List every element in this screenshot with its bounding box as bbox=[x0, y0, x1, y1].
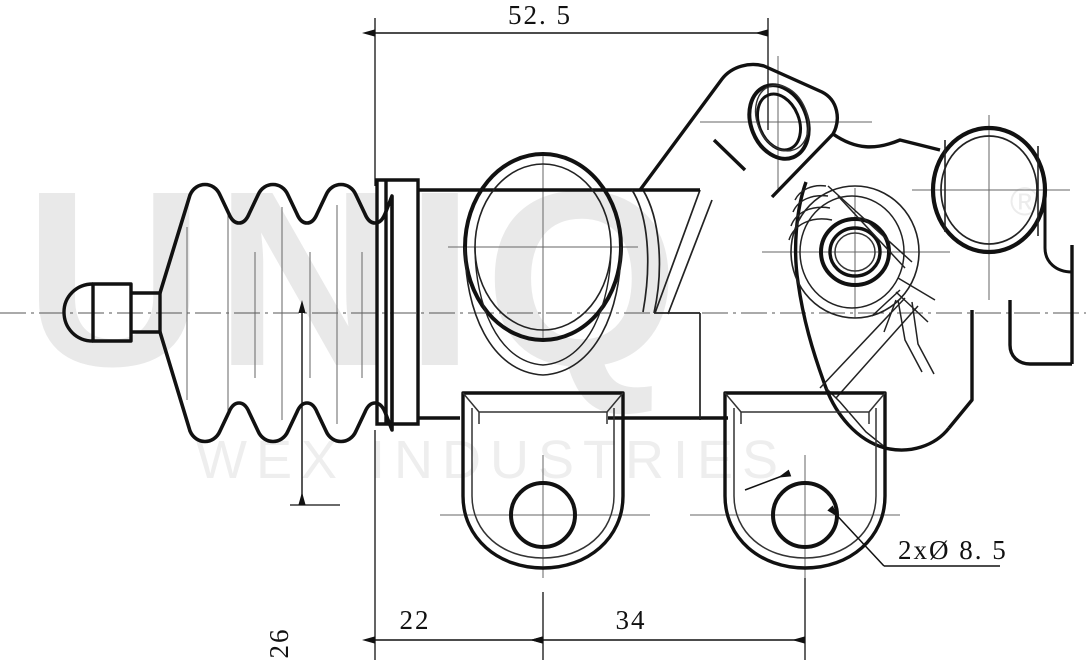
nipple-inner-ellipse bbox=[940, 135, 1038, 245]
right-lug-inner-edge-2 bbox=[804, 408, 877, 559]
boss-bore-outer bbox=[819, 217, 891, 287]
callout-leader-line-2 bbox=[744, 469, 792, 491]
extension-line-group bbox=[290, 18, 806, 660]
callout-mounting-holes: 2xØ 8. 5 bbox=[744, 469, 1008, 567]
web-long-diag bbox=[819, 297, 906, 389]
web-3 bbox=[790, 206, 831, 227]
port-bore-back-arc-2 bbox=[474, 246, 612, 366]
boot-outline-icon bbox=[158, 182, 394, 444]
dim-label-centre-height: 26 bbox=[264, 628, 294, 659]
dimension-left-offset: 22 bbox=[362, 605, 543, 644]
right-lug-top-chamfer bbox=[724, 392, 886, 413]
callout-label-mounting-holes: 2xØ 8. 5 bbox=[898, 535, 1008, 565]
boss-mid-ring bbox=[799, 195, 905, 309]
boot-retainer-flange bbox=[375, 178, 420, 426]
mounting-lug-left bbox=[461, 391, 625, 570]
dimension-centre-height: 26 bbox=[264, 300, 306, 659]
fluid-inlet-port bbox=[463, 152, 623, 376]
mounting-lug-right bbox=[723, 391, 887, 570]
casting-ribs bbox=[631, 189, 713, 420]
right-lug-inner-edge bbox=[733, 408, 806, 559]
left-lug-top-chamfer bbox=[462, 392, 624, 413]
web-1 bbox=[794, 184, 827, 201]
web-diag-1 bbox=[827, 185, 913, 263]
left-lug-inner-edge-2 bbox=[542, 408, 615, 559]
watermark-registered-icon: ® bbox=[1010, 180, 1039, 224]
dimension-hole-spacing: 34 bbox=[530, 605, 805, 644]
dim-label-left-offset: 22 bbox=[400, 605, 431, 635]
pushrod-collar bbox=[91, 282, 133, 343]
head-bottom-right bbox=[947, 310, 974, 430]
web-long-diag-2 bbox=[835, 305, 919, 399]
bleed-screw-boss bbox=[790, 185, 920, 319]
rib-diagonal-1 bbox=[654, 189, 701, 314]
pushrod-shank bbox=[131, 291, 162, 334]
left-lug-outline bbox=[461, 391, 625, 570]
pushrod-assembly bbox=[62, 282, 162, 343]
port-bore-back-arc bbox=[464, 246, 622, 376]
web-leg bbox=[897, 299, 923, 373]
right-lug-outline bbox=[723, 391, 887, 570]
head-top-shoulder bbox=[832, 132, 941, 152]
boss-outer-ring bbox=[790, 185, 920, 319]
watermark-company-text: WEX INDUSTRIES bbox=[196, 430, 787, 490]
eye-bore-chamfer bbox=[754, 84, 810, 152]
nipple-step bbox=[1043, 188, 1073, 274]
web-diag-3 bbox=[897, 277, 936, 301]
retainer-ring bbox=[375, 178, 420, 426]
web-4 bbox=[788, 218, 833, 241]
rib-curve-1 bbox=[631, 189, 649, 313]
dimension-overall-length: 52. 5 bbox=[362, 0, 768, 37]
pushrod-ball-end-icon bbox=[62, 282, 94, 343]
watermark-brand-text: UNIQ bbox=[24, 139, 689, 418]
head-right-step bbox=[1008, 300, 1072, 366]
callout-leader-line bbox=[827, 505, 885, 567]
rubber-boot bbox=[158, 182, 394, 444]
left-lug-inner-edge bbox=[471, 408, 544, 559]
web-diag-2 bbox=[837, 195, 906, 269]
dim-label-overall-length: 52. 5 bbox=[508, 0, 572, 30]
rib-diagonal-2 bbox=[667, 199, 713, 315]
eye-bore-outer bbox=[747, 83, 811, 161]
left-lug-bolt-hole bbox=[509, 481, 577, 549]
rib-curve-2 bbox=[642, 189, 661, 314]
web-2 bbox=[792, 194, 829, 213]
bracket-arm-inner-edge bbox=[712, 138, 747, 172]
reservoir-nipple bbox=[930, 125, 1073, 274]
web-leg-2 bbox=[911, 301, 935, 375]
web-short-1 bbox=[883, 299, 897, 333]
bracket-arm-outline bbox=[638, 62, 839, 199]
web-short-2 bbox=[871, 289, 901, 317]
dim-label-hole-spacing: 34 bbox=[616, 605, 647, 635]
boss-bore-inner bbox=[828, 226, 882, 278]
boss-bore-chamfer bbox=[834, 232, 876, 272]
